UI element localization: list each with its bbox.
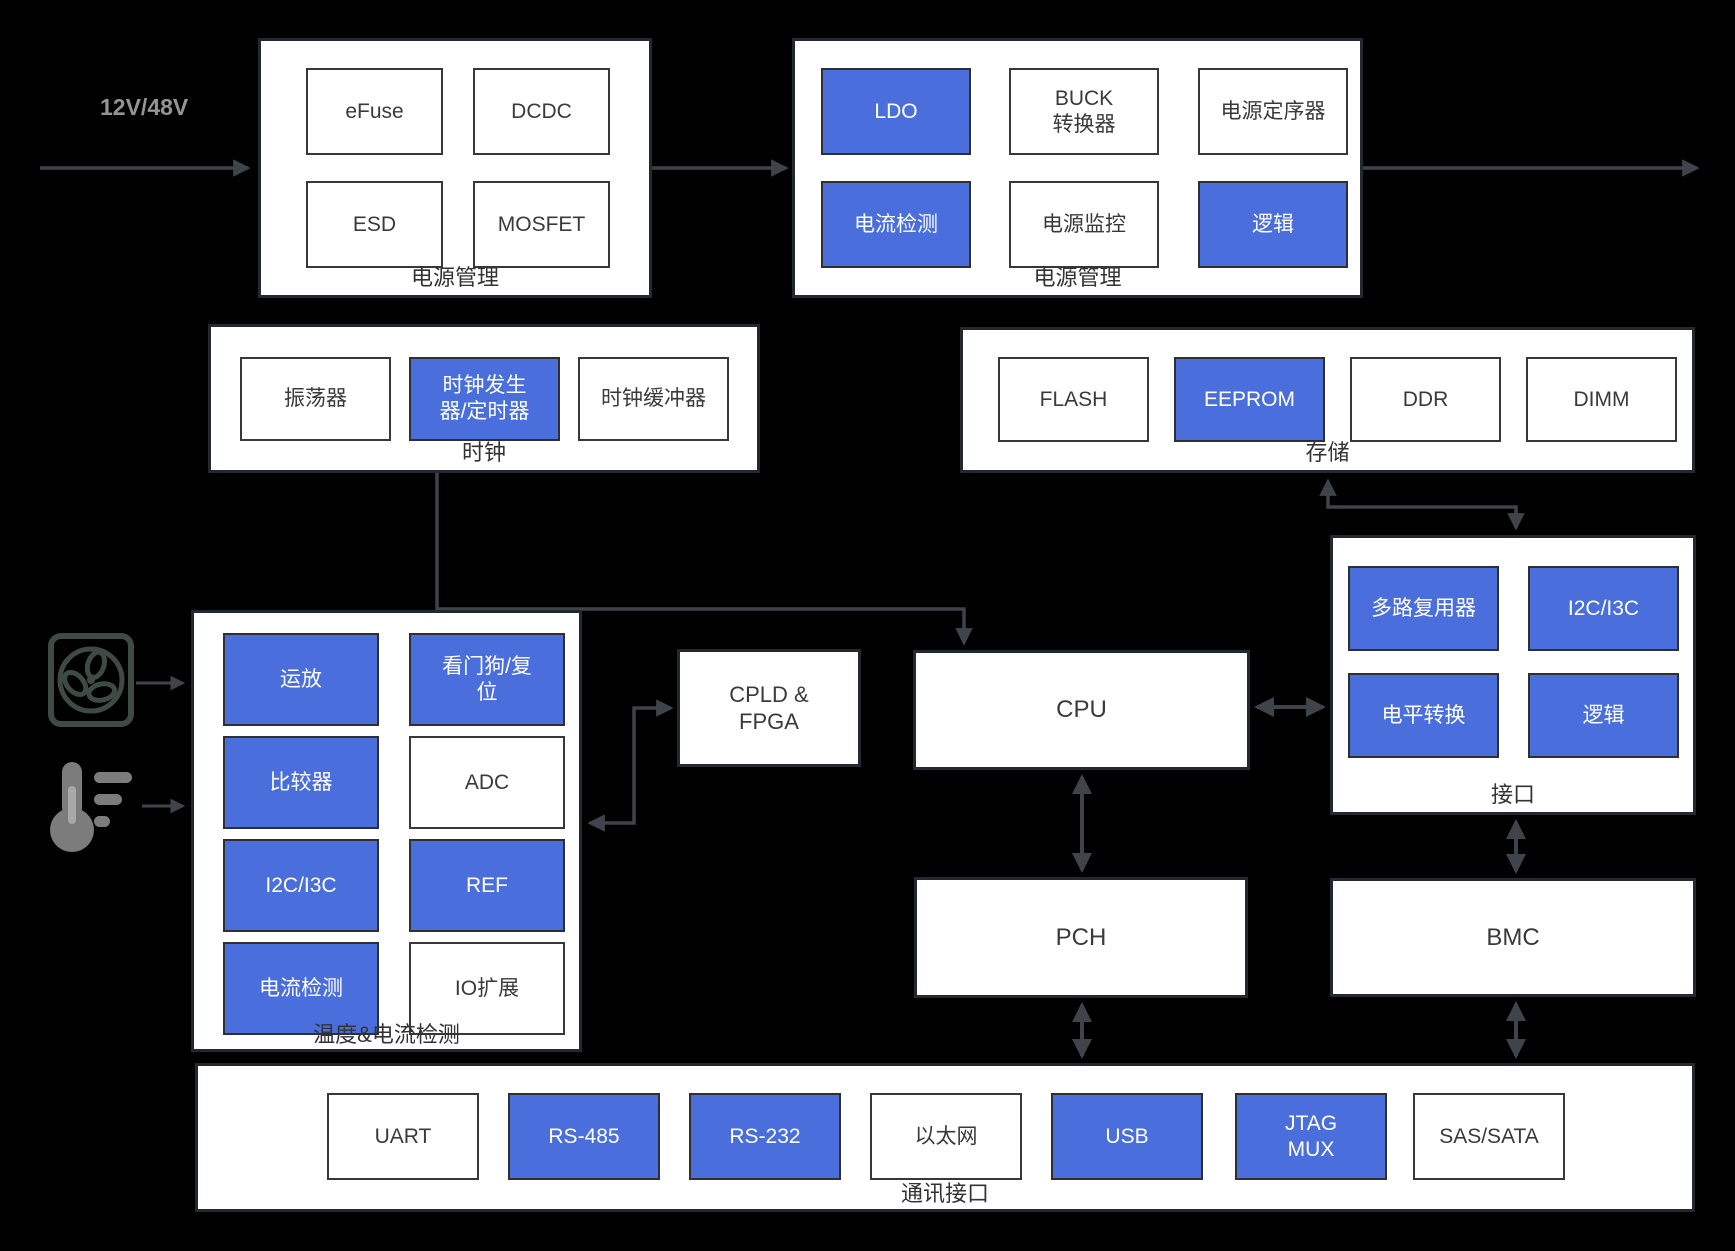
block-power-monitor: 电源监控 [1009, 181, 1159, 268]
block-ldo: LDO [821, 68, 971, 155]
block-dimm: DIMM [1526, 357, 1677, 442]
group-label-power2: 电源管理 [1033, 265, 1122, 290]
block-level-shift: 电平转换 [1348, 673, 1499, 758]
block-adc: ADC [409, 736, 565, 829]
block-current-sense-pm: 电流检测 [821, 181, 971, 268]
fan-icon [48, 633, 134, 727]
arrow-clock-to-cpu [435, 473, 973, 646]
block-eeprom: EEPROM [1174, 357, 1325, 442]
group-label-clock: 时钟 [461, 440, 506, 465]
block-i2c-i3c-if: I2C/I3C [1528, 566, 1679, 651]
group-label-power1: 电源管理 [410, 265, 499, 290]
block-efuse: eFuse [306, 68, 443, 155]
input-voltage-label: 12V/48V [100, 94, 189, 120]
block-sas-sata: SAS/SATA [1413, 1093, 1565, 1180]
block-ethernet: 以太网 [870, 1093, 1022, 1180]
block-mux: 多路复用器 [1348, 566, 1499, 651]
storage-group: FLASH EEPROM DDR DIMM 存储 [960, 327, 1695, 473]
block-oscillator: 振荡器 [240, 357, 391, 441]
block-watchdog-reset: 看门狗/复 位 [409, 633, 565, 726]
block-uart: UART [327, 1093, 479, 1180]
comm-interface-group: UART RS-485 RS-232 以太网 USB JTAG MUX SAS/… [195, 1063, 1695, 1212]
block-power-sequencer: 电源定序器 [1198, 68, 1348, 155]
block-logic-if: 逻辑 [1528, 673, 1679, 758]
block-rs232: RS-232 [689, 1093, 841, 1180]
block-mosfet: MOSFET [473, 181, 610, 268]
group-label-sense: 温度&电流检测 [313, 1022, 460, 1047]
block-clock-gen-timer: 时钟发生 器/定时器 [409, 357, 560, 441]
block-i2c-i3c-sense: I2C/I3C [223, 839, 379, 932]
block-jtag-mux: JTAG MUX [1235, 1093, 1387, 1180]
block-current-sense: 电流检测 [223, 942, 379, 1035]
thermometer-icon [50, 762, 132, 852]
block-ddr: DDR [1350, 357, 1501, 442]
block-rs485: RS-485 [508, 1093, 660, 1180]
power-management-group-1: eFuse DCDC ESD MOSFET 电源管理 [258, 38, 652, 298]
node-cpld-fpga: CPLD & FPGA [677, 649, 861, 767]
block-ref: REF [409, 839, 565, 932]
clock-group: 振荡器 时钟发生 器/定时器 时钟缓冲器 时钟 [208, 324, 760, 473]
group-label-storage: 存储 [1305, 440, 1350, 465]
block-esd: ESD [306, 181, 443, 268]
block-op-amp: 运放 [223, 633, 379, 726]
block-comparator: 比较器 [223, 736, 379, 829]
group-label-comm: 通讯接口 [900, 1181, 989, 1206]
block-buck-converter: BUCK 转换器 [1009, 68, 1159, 155]
group-label-interface: 接口 [1490, 782, 1535, 807]
arrow-storage-interface [1319, 478, 1525, 531]
node-cpu: CPU [913, 650, 1250, 770]
temp-current-sense-group: 运放 看门狗/复 位 比较器 ADC I2C/I3C REF 电流检测 IO扩展… [191, 610, 582, 1052]
block-logic-pm: 逻辑 [1198, 181, 1348, 268]
power-management-group-2: LDO BUCK 转换器 电源定序器 电流检测 电源监控 逻辑 电源管理 [792, 38, 1363, 298]
block-flash: FLASH [998, 357, 1149, 442]
block-clock-buffer: 时钟缓冲器 [578, 357, 729, 441]
node-bmc: BMC [1330, 878, 1696, 997]
node-pch: PCH [914, 877, 1248, 998]
interface-group: 多路复用器 I2C/I3C 电平转换 逻辑 接口 [1330, 535, 1696, 815]
arrow-sense-cpld [587, 699, 674, 832]
block-usb: USB [1051, 1093, 1203, 1180]
block-dcdc: DCDC [473, 68, 610, 155]
block-io-expander: IO扩展 [409, 942, 565, 1035]
